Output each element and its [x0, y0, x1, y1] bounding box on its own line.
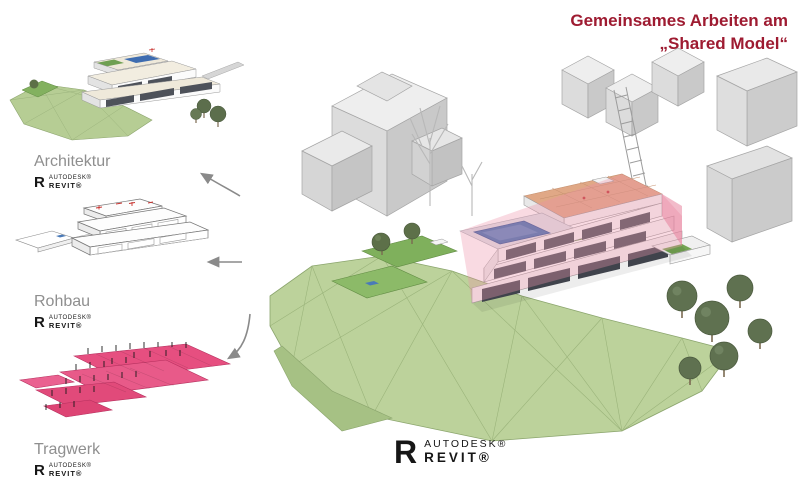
tragwerk-model: Tragwerk R AUTODESK® REVIT® [16, 342, 244, 479]
left-terrace [331, 222, 458, 299]
architektur-building [81, 48, 245, 109]
revit-r-icon: R [34, 174, 45, 192]
autodesk-brand-text: AUTODESK® [48, 315, 92, 321]
title-line-1: Gemeinsames Arbeiten am [570, 11, 788, 30]
revit-logo: R AUTODESK® REVIT® [34, 463, 244, 479]
revit-r-icon: R [34, 314, 45, 332]
shared-model [262, 46, 798, 454]
shared-model-illustration [269, 47, 798, 442]
tragwerk-columns [45, 342, 187, 410]
tragwerk-slabs [18, 343, 232, 418]
revit-product-text: REVIT® [424, 450, 492, 466]
architektur-terrain [9, 79, 153, 141]
revit-logo: R AUTODESK® REVIT® [34, 175, 256, 191]
autodesk-brand-text: AUTODESK® [48, 175, 92, 181]
revit-product-text: REVIT® [48, 468, 83, 478]
rohbau-illustration [14, 198, 210, 256]
tragwerk-label: Tragwerk [34, 441, 101, 458]
revit-logo: R AUTODESK® REVIT® [34, 315, 212, 331]
rohbau-building [14, 198, 210, 256]
architektur-model: Architektur R AUTODESK® REVIT® [6, 48, 256, 191]
page-title: Gemeinsames Arbeiten am „Shared Model“ [570, 10, 788, 56]
rohbau-label: Rohbau [34, 293, 91, 310]
revit-product-text: REVIT® [48, 320, 83, 330]
architektur-trees [190, 98, 227, 127]
autodesk-brand-text: AUTODESK® [48, 463, 92, 469]
main-building [459, 173, 711, 312]
revit-r-icon: R [394, 434, 418, 470]
trees-right [666, 274, 773, 385]
tragwerk-grid-lines [81, 345, 213, 393]
architektur-label: Architektur [34, 153, 111, 170]
title-line-2: „Shared Model“ [659, 33, 788, 53]
bare-tree-icon [409, 105, 483, 216]
autodesk-brand-text: AUTODESK® [424, 438, 508, 451]
architektur-illustration [9, 48, 245, 141]
context-buildings-right [561, 47, 798, 243]
tragwerk-illustration [18, 342, 232, 418]
revit-r-icon: R [34, 462, 45, 480]
context-buildings-left [301, 71, 463, 217]
revit-product-text: REVIT® [48, 180, 83, 190]
revit-logo-large: R AUTODESK® REVIT® [394, 436, 507, 468]
rohbau-model: Rohbau R AUTODESK® REVIT® [12, 196, 212, 331]
